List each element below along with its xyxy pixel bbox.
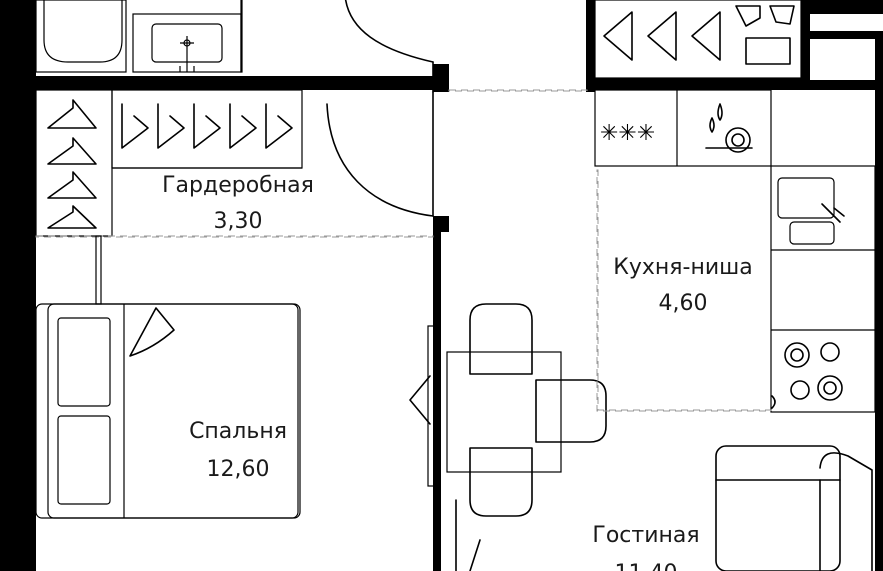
room-name: Гостиная	[592, 523, 699, 548]
entrance-door-icon	[344, 0, 434, 93]
bath-partition	[240, 0, 243, 73]
kitchen-cabinets	[594, 0, 876, 413]
sofa-icon	[715, 445, 873, 571]
room-name: Гардеробная	[162, 173, 314, 198]
top-hanger-icons	[603, 5, 795, 65]
room-area: 4,60	[659, 291, 708, 316]
bed-icon	[35, 303, 301, 519]
room-name: Спальня	[189, 419, 287, 444]
bathtub-icon	[35, 0, 127, 73]
hanger-row-icons	[121, 103, 293, 149]
wardrobe-door-icon	[326, 91, 434, 217]
room-area: 12,60	[207, 457, 270, 482]
svg-text:✳✳✳: ✳✳✳	[600, 121, 655, 146]
sink-icon	[132, 13, 242, 73]
room-label-bedroom: Спальня 12,60	[189, 419, 287, 482]
room-name: Кухня-ниша	[613, 255, 753, 280]
hall-divider	[448, 89, 588, 92]
dining-table-icon	[446, 303, 607, 517]
wardrobe-area	[35, 89, 434, 238]
dishwasher-icon	[705, 103, 753, 153]
kitchen-sink-icon	[777, 177, 845, 245]
room-label-living: Гостиная 11,40	[592, 523, 699, 571]
bedroom-partition	[95, 235, 102, 305]
room-label-kitchen: Кухня-ниша 4,60	[613, 255, 753, 316]
living-door-icon	[409, 325, 481, 571]
room-area: 3,30	[214, 209, 263, 234]
hanger-column-icons	[47, 99, 97, 229]
stove-icon	[771, 342, 843, 409]
room-area: 11,40	[615, 561, 678, 571]
freezer-icon: ✳✳✳	[600, 121, 655, 146]
room-label-wardrobe: Гардеробная 3,30	[162, 173, 314, 234]
